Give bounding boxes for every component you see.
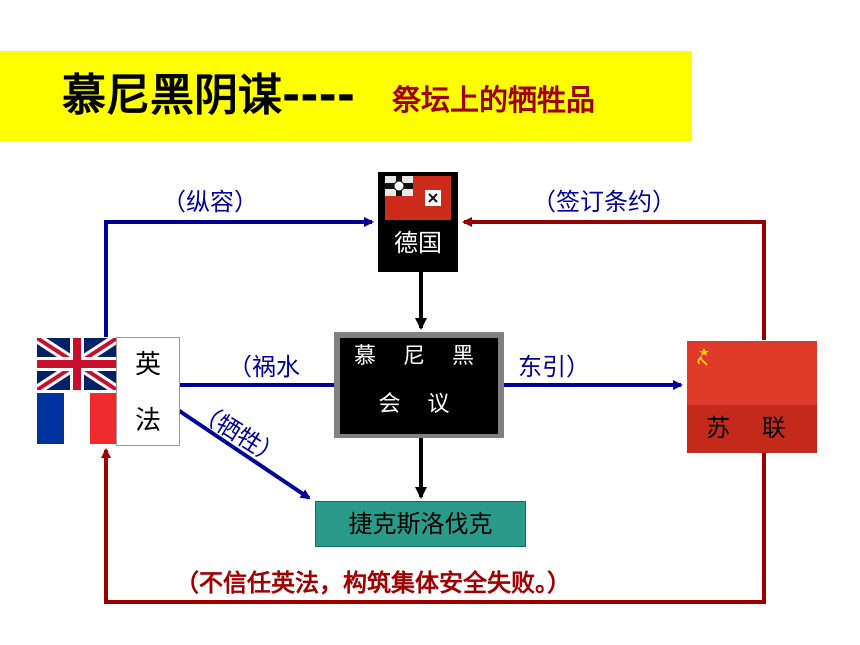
node-ussr-label: 苏 联: [706, 414, 798, 442]
node-czech-label: 捷克斯洛伐克: [348, 510, 493, 538]
german-war-flag-icon: [385, 176, 451, 220]
arrow-sacrifice: [176, 408, 311, 500]
node-munich-conference: 慕 尼 黑 会 议: [334, 332, 504, 438]
node-munich-line2: 会 议: [378, 392, 460, 417]
node-munich-line1: 慕 尼 黑: [354, 344, 484, 369]
node-uk-france: 英 法: [116, 337, 180, 446]
arrow-sign-treaty: [462, 217, 766, 340]
uk-flag-icon: [37, 338, 117, 390]
arrow-distrust: [101, 448, 766, 604]
arrow-appease: [104, 217, 374, 337]
title-bar: [0, 51, 692, 141]
label-sign-treaty: （签订条约）: [532, 188, 676, 216]
page-title: 慕尼黑阴谋----: [62, 70, 356, 121]
node-uk-label: 英: [134, 350, 161, 380]
france-flag-icon: [37, 393, 117, 444]
ussr-label-band: [687, 405, 817, 453]
node-czechoslovakia: 捷克斯洛伐克: [315, 501, 526, 547]
node-ussr: 苏 联: [687, 341, 817, 453]
label-disaster-right: 东引）: [518, 353, 590, 381]
label-disaster-left: （祸水: [228, 353, 300, 381]
label-distrust: （不信任英法，构筑集体安全失败。）: [175, 569, 571, 597]
label-appease: （纵容）: [162, 188, 258, 216]
page-subtitle: 祭坛上的牺牲品: [392, 83, 596, 117]
munich-inner: [340, 338, 498, 434]
hammer-sickle-icon: [697, 348, 709, 366]
node-germany-label: 德国: [394, 229, 442, 257]
node-fr-label: 法: [134, 406, 161, 436]
